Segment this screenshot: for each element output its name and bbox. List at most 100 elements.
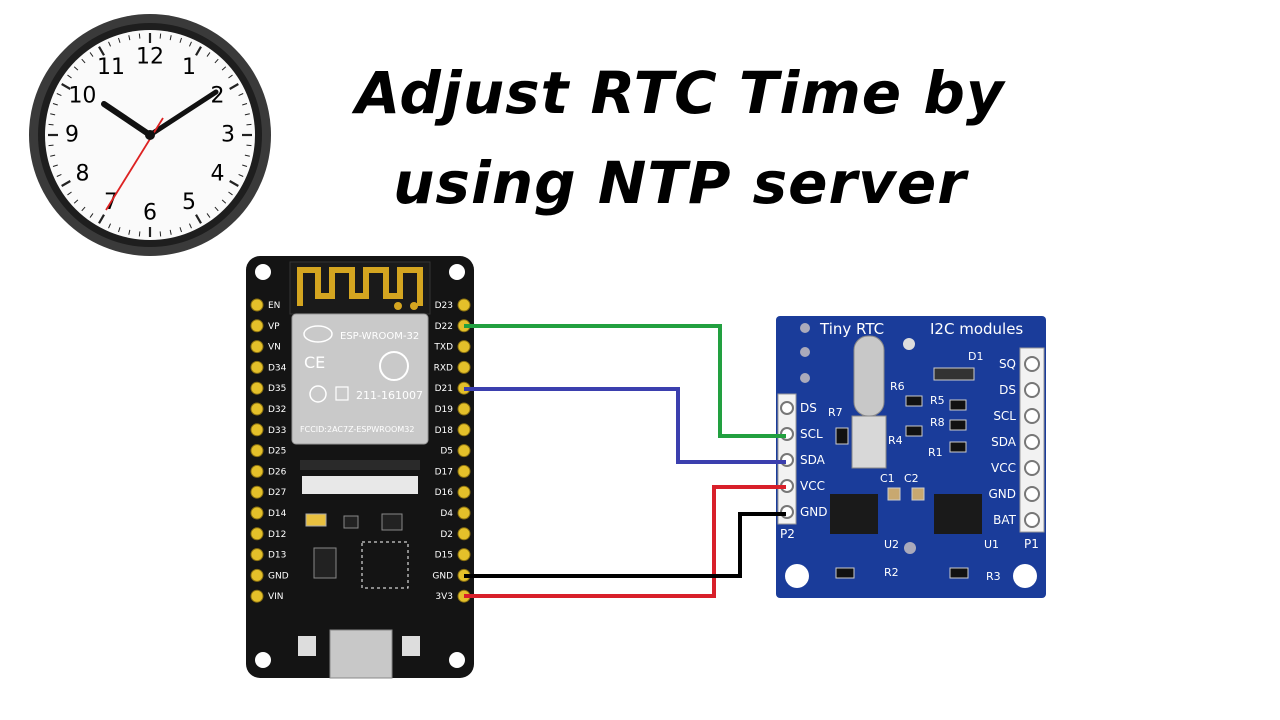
rtc-p2-pin-label: VCC — [800, 479, 825, 493]
esp32-usb-port — [329, 629, 393, 679]
page-title: Adjust RTC Time by using NTP server — [300, 48, 1060, 228]
esp32-pin-label-left: D25 — [268, 447, 286, 457]
esp32-pin-label-right: 3V3 — [435, 592, 453, 602]
esp32-pin-label-left: D13 — [268, 551, 286, 561]
esp32-antenna-pad — [410, 302, 418, 310]
esp32-pin-label-left: VP — [268, 322, 280, 332]
rtc-p1-pin-label: SCL — [993, 409, 1016, 423]
esp32-pin-label-right: D2 — [440, 530, 453, 540]
clock-tick — [50, 113, 56, 116]
clock-tick — [108, 41, 112, 47]
clock-tick — [238, 93, 244, 97]
title-line-2: using NTP server — [393, 149, 967, 217]
rtc-via — [800, 347, 810, 357]
rtc-p1-label: P1 — [1024, 537, 1039, 551]
esp32-pin-label-left: D27 — [268, 488, 286, 498]
esp32-pin — [250, 568, 264, 582]
esp32-pin — [457, 527, 471, 541]
clock-tick — [229, 180, 239, 187]
clock-tick — [81, 58, 86, 64]
clock-number: 6 — [143, 201, 157, 226]
rtc-capacitor — [887, 487, 901, 501]
rtc-capacitor — [911, 487, 925, 501]
esp32-smd-component — [343, 515, 359, 529]
clock-tick — [188, 41, 192, 47]
rtc-component-label: R4 — [888, 434, 903, 447]
rtc-resistor — [905, 425, 923, 437]
rtc-resistor — [835, 427, 849, 445]
clock-tick — [89, 52, 94, 57]
esp32-pin-label-left: D34 — [268, 363, 287, 373]
clock-tick — [195, 46, 202, 56]
clock-tick — [89, 213, 94, 218]
esp32-pin — [250, 527, 264, 541]
rtc-resistor — [949, 399, 967, 411]
rtc-p1-pin — [1024, 486, 1040, 502]
clock-tick — [206, 213, 211, 218]
clock-tick — [128, 229, 131, 235]
wifi-logo-icon — [303, 325, 333, 343]
esp32-pin-label-right: TXD — [433, 343, 453, 353]
esp32-pin-label-right: D15 — [435, 551, 453, 561]
clock-tick — [228, 191, 233, 196]
esp32-pin-label-right: D19 — [435, 405, 454, 415]
esp32-resistor-row — [300, 460, 420, 470]
clock-tick — [98, 214, 105, 224]
clock-tick — [242, 103, 248, 106]
esp32-pin-label-right: D18 — [435, 426, 454, 436]
esp32-pin — [457, 423, 471, 437]
esp32-pin-label-right: D22 — [435, 322, 453, 332]
clock-tick — [214, 58, 219, 64]
rtc-component-label: R8 — [930, 416, 945, 429]
clock-tick — [52, 103, 58, 106]
rtc-via — [800, 323, 810, 333]
esp32-pin — [250, 464, 264, 478]
esp32-pin-label-right: RXD — [434, 363, 453, 373]
rtc-p2-pin — [780, 401, 794, 415]
esp32-pin — [457, 548, 471, 562]
clock-tick — [118, 227, 121, 233]
clock-tick — [238, 173, 244, 177]
rtc-p1-pin — [1024, 512, 1040, 528]
telec-mark-icon — [309, 385, 327, 403]
clock-number: 10 — [68, 84, 96, 109]
esp32-pin-label-left: EN — [268, 301, 280, 311]
rtc-resistor — [905, 395, 923, 407]
rtc-crystal-base — [851, 415, 887, 469]
esp32-button — [402, 636, 420, 656]
rtc-resistor — [835, 567, 855, 579]
esp32-smd-component — [381, 513, 403, 531]
esp32-pin-label-right: D4 — [440, 509, 453, 519]
rtc-via — [903, 338, 915, 350]
clock-center — [145, 130, 155, 140]
clock-tick — [159, 33, 162, 39]
esp32-right-pins: D23D22TXDRXDD21D19D18D5D17D16D4D2D15GND3… — [432, 298, 471, 603]
rtc-mount-hole — [785, 564, 809, 588]
esp32-pin — [250, 402, 264, 416]
esp32-mount-hole — [255, 652, 271, 668]
esp32-pin-label-left: D35 — [268, 384, 286, 394]
clock-number: 1 — [182, 55, 196, 80]
esp32-pin — [250, 381, 264, 395]
rtc-p1-pin-label: SQ — [999, 357, 1016, 371]
clock-tick — [56, 173, 62, 177]
ce-mark-icon: CE — [304, 353, 325, 372]
clock-tick — [118, 37, 121, 43]
rtc-chip-u1 — [934, 494, 982, 534]
clock-tick — [206, 52, 211, 57]
clock-number: 4 — [211, 162, 225, 187]
rtc-p1-pin-label: GND — [988, 487, 1016, 501]
rtc-component-label: R6 — [890, 380, 905, 393]
clock-number: 3 — [221, 123, 235, 148]
esp32-pin-label-left: GND — [268, 571, 289, 581]
rtc-crystal — [853, 335, 885, 417]
clock-number: 12 — [136, 45, 164, 70]
esp32-pin — [457, 506, 471, 520]
clock-tick — [244, 113, 250, 116]
rtc-diode — [933, 367, 975, 381]
rtc-p1-pin — [1024, 408, 1040, 424]
esp32-pin — [250, 423, 264, 437]
esp32-pin — [457, 340, 471, 354]
